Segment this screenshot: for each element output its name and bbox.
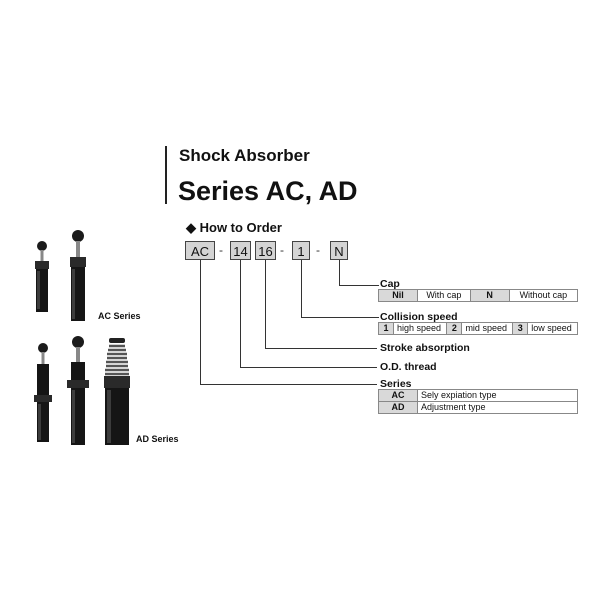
speed-value: mid speed (461, 322, 514, 335)
cap-value: Without cap (508, 289, 579, 302)
code-box-series: AC (185, 241, 215, 260)
diamond-bullet-icon: ◆ (186, 220, 196, 235)
stroke-absorption-label: Stroke absorption (380, 342, 470, 354)
ad-series-caption: AD Series (136, 434, 179, 444)
code-separator: - (316, 243, 320, 257)
connector-line-series (200, 384, 377, 385)
ac-small-absorber-image (35, 241, 49, 312)
cap-key: N (469, 289, 510, 302)
connector-line-cap (339, 260, 340, 285)
code-box-thread: 14 (230, 241, 251, 260)
ad-spring-cap-absorber-image (104, 338, 130, 445)
table-row: AD Adjustment type (378, 401, 578, 414)
speed-key: 1 (378, 322, 394, 335)
page-subtitle: Shock Absorber (179, 146, 310, 165)
cap-key: Nil (378, 289, 418, 302)
ad-small-absorber-image (34, 343, 52, 442)
table-row: Nil With cap N Without cap (378, 289, 579, 302)
speed-key: 3 (512, 322, 529, 335)
series-value: Adjustment type (417, 401, 578, 414)
ac-series-caption: AC Series (98, 311, 141, 321)
code-separator: - (280, 243, 284, 257)
collision-speed-label: Collision speed (380, 311, 458, 323)
table-row: 1 high speed 2 mid speed 3 low speed (378, 322, 578, 335)
od-thread-label: O.D. thread (380, 361, 437, 373)
connector-line-series (200, 260, 201, 384)
shock-absorber-photos (34, 230, 130, 445)
connector-line-stroke (265, 260, 266, 348)
series-value: Sely expiation type (417, 389, 578, 402)
ad-medium-absorber-image (67, 336, 89, 445)
how-to-order-heading: ◆ How to Order (186, 220, 282, 236)
series-table: AC Sely expiation type AD Adjustment typ… (378, 389, 578, 414)
connector-line-cap (339, 285, 379, 286)
code-box-cap: N (330, 241, 348, 260)
connector-line-stroke (265, 348, 377, 349)
connector-line-speed (301, 317, 379, 318)
collision-speed-table: 1 high speed 2 mid speed 3 low speed (378, 322, 578, 335)
series-key: AC (378, 389, 418, 402)
code-box-speed: 1 (292, 241, 310, 260)
code-separator: - (219, 243, 223, 257)
header-divider (165, 146, 167, 204)
cap-label: Cap (380, 278, 400, 290)
series-key: AD (378, 401, 418, 414)
page-title: Series AC, AD (178, 176, 358, 206)
speed-key: 2 (446, 322, 463, 335)
speed-value: high speed (392, 322, 448, 335)
cap-table: Nil With cap N Without cap (378, 289, 579, 302)
connector-line-speed (301, 260, 302, 317)
cap-value: With cap (417, 289, 471, 302)
speed-value: low speed (527, 322, 578, 335)
table-row: AC Sely expiation type (378, 389, 578, 402)
code-box-stroke: 16 (255, 241, 276, 260)
series-label: Series (380, 378, 412, 390)
how-to-order-label: How to Order (199, 220, 282, 235)
connector-line-thread (240, 367, 377, 368)
connector-line-thread (240, 260, 241, 367)
ac-large-absorber-image (70, 230, 86, 321)
